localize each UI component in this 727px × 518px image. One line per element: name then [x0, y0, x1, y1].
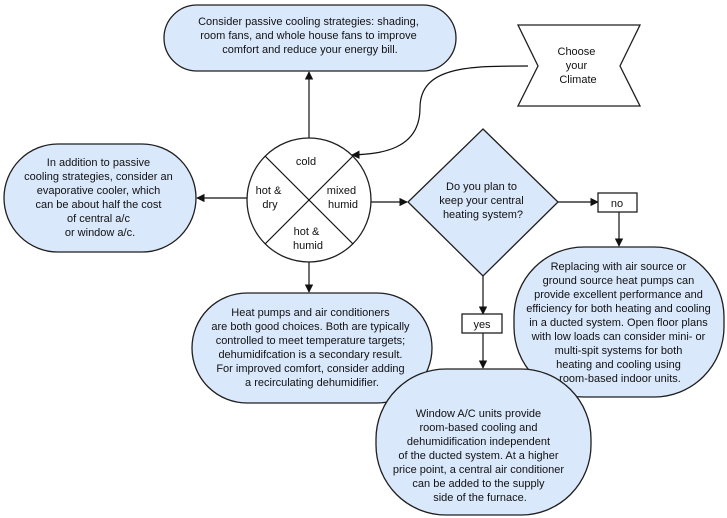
heat-pump-replace-text: Replacing with air source or ground sour…	[526, 261, 714, 385]
window-ac-node: Window A/C units provide room-based cool…	[375, 368, 592, 516]
climate-hot-dry: hot & dry	[256, 185, 285, 211]
decision-text: Do you plan to keep your central heating…	[439, 181, 526, 221]
yes-label: yes	[461, 313, 503, 334]
heat-pumps-ac-node: Heat pumps and air conditioners are both…	[191, 292, 433, 404]
passive-cooling-text: Consider passive cooling strategies: sha…	[198, 16, 422, 56]
start-text: Choose your Climate	[558, 46, 599, 86]
decision-node: Do you plan to keep your central heating…	[407, 128, 559, 277]
evaporative-text: In addition to passive cooling strategie…	[24, 157, 176, 239]
svg-text:yes: yes	[473, 319, 491, 331]
passive-cooling-node: Consider passive cooling strategies: sha…	[163, 4, 457, 72]
start-node: Choose your Climate	[516, 24, 642, 107]
arrow-from-start	[351, 65, 529, 159]
climate-wheel: cold hot & dry mixed humid hot & humid	[246, 137, 372, 263]
heat-pump-replace-node: Replacing with air source or ground sour…	[513, 246, 725, 398]
window-ac-text: Window A/C units provide room-based cool…	[393, 408, 567, 504]
connectors	[196, 65, 624, 369]
evaporative-node: In addition to passive cooling strategie…	[3, 143, 197, 253]
climate-cold: cold	[296, 156, 316, 168]
climate-mixed-humid: mixed humid	[327, 185, 359, 211]
heat-pumps-ac-text: Heat pumps and air conditioners are both…	[211, 307, 412, 389]
svg-text:no: no	[611, 198, 623, 210]
climate-hot-humid: hot & humid	[293, 226, 323, 252]
no-label: no	[597, 192, 638, 213]
